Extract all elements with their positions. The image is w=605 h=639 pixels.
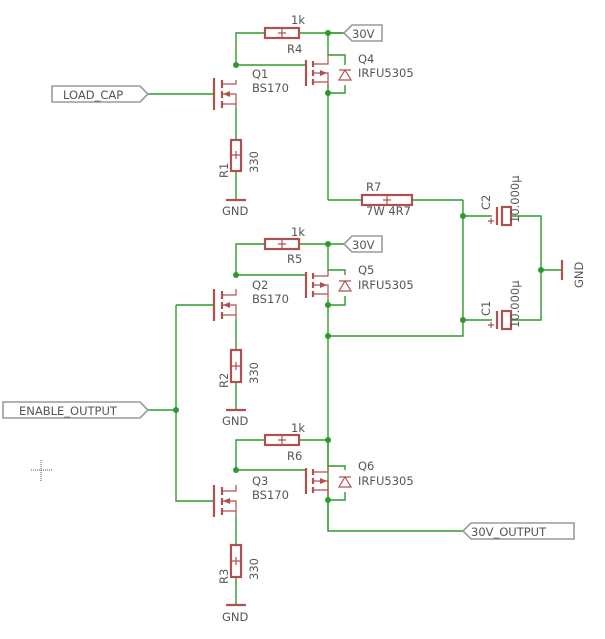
resistor-r3: R3 330	[217, 543, 261, 584]
wires	[148, 32, 562, 605]
resistor-r1: R1 330	[217, 138, 261, 178]
svg-text:BS170: BS170	[252, 488, 289, 502]
ground-symbol-1: GND	[222, 198, 249, 218]
svg-text:1k: 1k	[291, 13, 305, 27]
svg-text:ENABLE_OUTPUT: ENABLE_OUTPUT	[19, 404, 118, 418]
pmos-q5: Q5 IRFU5305	[304, 263, 414, 300]
svg-text:R2: R2	[217, 373, 231, 388]
svg-text:IRFU5305: IRFU5305	[358, 474, 414, 488]
svg-text:Q4: Q4	[358, 52, 374, 66]
svg-text:IRFU5305: IRFU5305	[358, 278, 414, 292]
svg-text:30V_OUTPUT: 30V_OUTPUT	[471, 525, 547, 539]
svg-text:GND: GND	[222, 414, 249, 428]
svg-text:Q3: Q3	[252, 474, 268, 488]
crosshair-cursor-icon	[31, 460, 52, 481]
net-label-load-cap: LOAD_CAP	[51, 85, 150, 103]
net-label-30v-top: 30V	[342, 24, 383, 42]
svg-text:C1: C1	[479, 301, 493, 316]
ground-symbol-4: GND	[560, 260, 586, 288]
nmos-q3: Q3 BS170	[212, 474, 289, 517]
svg-text:30V: 30V	[352, 27, 375, 41]
svg-text:1k: 1k	[291, 421, 305, 435]
svg-text:10.000µ: 10.000µ	[508, 175, 522, 223]
svg-text:R3: R3	[217, 569, 231, 584]
pmos-q6: Q6 IRFU5305	[304, 459, 414, 496]
svg-text:GND: GND	[222, 204, 249, 218]
resistor-r2: R2 330	[217, 348, 261, 388]
resistor-r5: 1k R5	[263, 225, 305, 266]
junctions	[173, 30, 544, 503]
resistor-r4: 1k R4	[263, 13, 305, 56]
svg-text:30V: 30V	[352, 238, 375, 252]
nmos-q2: Q2 BS170	[212, 278, 289, 321]
svg-text:BS170: BS170	[252, 292, 289, 306]
ground-symbol-3: GND	[222, 603, 249, 624]
svg-text:330: 330	[247, 362, 261, 384]
svg-text:C2: C2	[479, 195, 493, 210]
svg-text:BS170: BS170	[252, 81, 289, 95]
svg-text:Q5: Q5	[358, 263, 374, 277]
net-label-30v-mid: 30V	[342, 235, 383, 253]
capacitor-c1: C1 10.000µ	[479, 280, 522, 331]
svg-text:R6: R6	[287, 449, 302, 463]
net-label-enable-output: ENABLE_OUTPUT	[2, 401, 150, 419]
resistor-r6: 1k R6	[263, 421, 305, 463]
svg-text:330: 330	[247, 151, 261, 173]
svg-text:330: 330	[247, 558, 261, 580]
nmos-q1: Q1 BS170	[212, 67, 289, 110]
ground-symbol-2: GND	[222, 408, 249, 428]
svg-text:Q1: Q1	[252, 67, 268, 81]
resistor-r7: R7 7W 4R7	[360, 180, 414, 218]
svg-text:GND: GND	[222, 610, 249, 624]
svg-text:10.000µ: 10.000µ	[508, 280, 522, 328]
svg-text:LOAD_CAP: LOAD_CAP	[63, 88, 123, 102]
svg-text:GND: GND	[572, 261, 586, 288]
svg-text:R7: R7	[366, 180, 381, 194]
svg-text:R5: R5	[287, 252, 302, 266]
svg-text:Q2: Q2	[252, 278, 268, 292]
net-label-30v-output: 30V_OUTPUT	[461, 522, 575, 540]
svg-text:7W 4R7: 7W 4R7	[366, 204, 411, 218]
svg-text:IRFU5305: IRFU5305	[358, 66, 414, 80]
capacitor-c2: C2 10.000µ	[479, 175, 522, 227]
svg-text:1k: 1k	[291, 225, 305, 239]
pmos-q4: Q4 IRFU5305	[304, 52, 414, 88]
svg-text:Q6: Q6	[358, 459, 374, 473]
svg-text:R4: R4	[287, 42, 302, 56]
svg-text:R1: R1	[217, 163, 231, 178]
